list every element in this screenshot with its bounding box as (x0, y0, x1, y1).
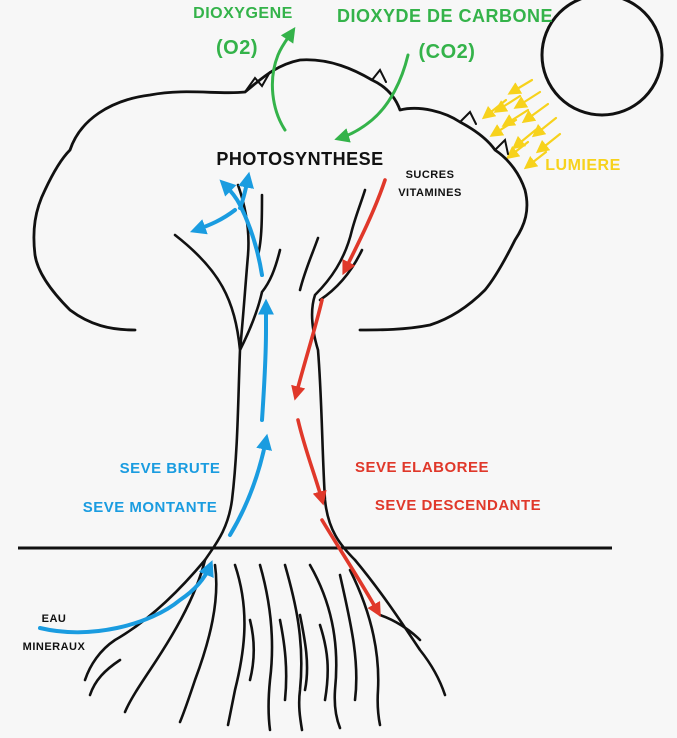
light-label: LUMIERE (545, 157, 621, 174)
sugars-label: SUCRES (406, 169, 455, 181)
raw-sap-arrows (40, 178, 266, 632)
elaborated-sap-label: SEVE ELABOREE (355, 459, 489, 476)
co2-arrow (340, 55, 408, 138)
water-label: EAU (42, 613, 67, 625)
photosynthesis-label: PHOTOSYNTHESE (216, 149, 383, 169)
raw-sap-label: SEVE BRUTE (120, 460, 221, 477)
oxygen-label: DIOXYGENE (193, 5, 293, 22)
vitamins-label: VITAMINES (398, 187, 462, 199)
descending-sap-label: SEVE DESCENDANTE (375, 497, 541, 514)
minerals-label: MINERAUX (23, 641, 86, 653)
tree-roots (85, 560, 445, 730)
oxygen-formula: (O2) (216, 37, 258, 59)
co2-formula: (CO2) (419, 41, 476, 63)
co2-label: DIOXYDE DE CARBONE (337, 6, 553, 26)
sun-icon (542, 0, 662, 115)
rising-sap-label: SEVE MONTANTE (83, 499, 218, 516)
oxygen-arrow (272, 32, 292, 130)
